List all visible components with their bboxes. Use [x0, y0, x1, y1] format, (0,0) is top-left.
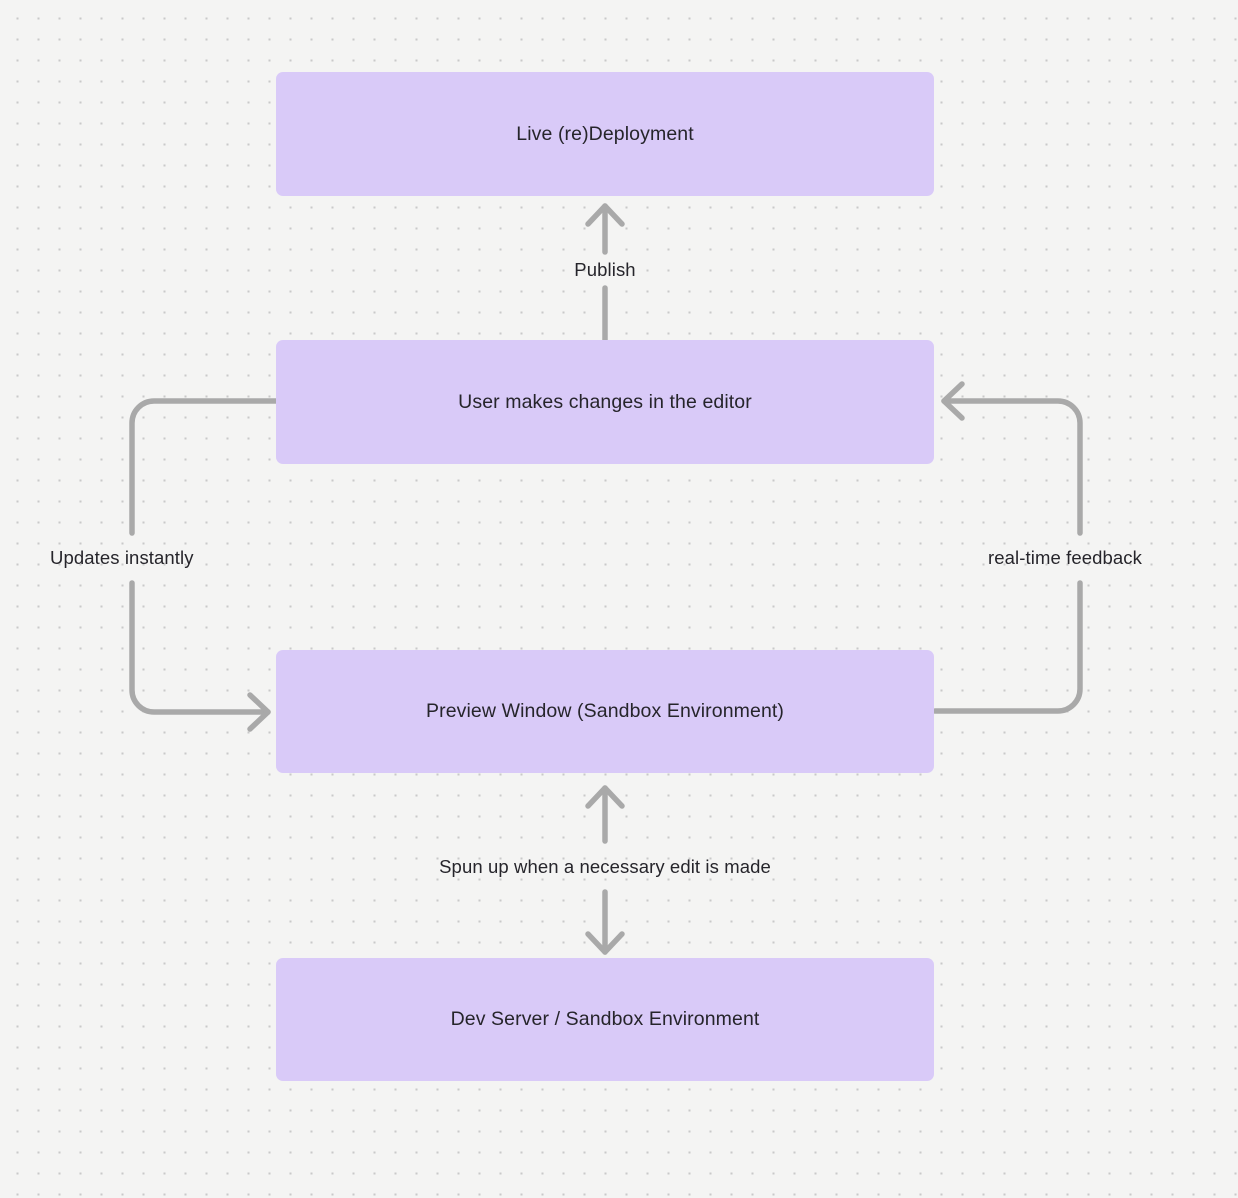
- node-label: Dev Server / Sandbox Environment: [450, 1008, 760, 1031]
- edge-label-real-time-feedback: real-time feedback: [988, 546, 1142, 568]
- edge-label-updates-instantly: Updates instantly: [50, 546, 194, 568]
- node-preview-window[interactable]: Preview Window (Sandbox Environment): [276, 650, 934, 773]
- node-live-deployment[interactable]: Live (re)Deployment: [276, 72, 934, 196]
- node-label: Preview Window (Sandbox Environment): [426, 700, 784, 723]
- edge-label-publish: Publish: [574, 258, 636, 280]
- node-label: Live (re)Deployment: [516, 122, 694, 145]
- edge-label-spun-up: Spun up when a necessary edit is made: [439, 855, 771, 877]
- node-user-edits[interactable]: User makes changes in the editor: [276, 340, 934, 464]
- node-dev-server[interactable]: Dev Server / Sandbox Environment: [276, 958, 934, 1081]
- node-label: User makes changes in the editor: [458, 390, 752, 413]
